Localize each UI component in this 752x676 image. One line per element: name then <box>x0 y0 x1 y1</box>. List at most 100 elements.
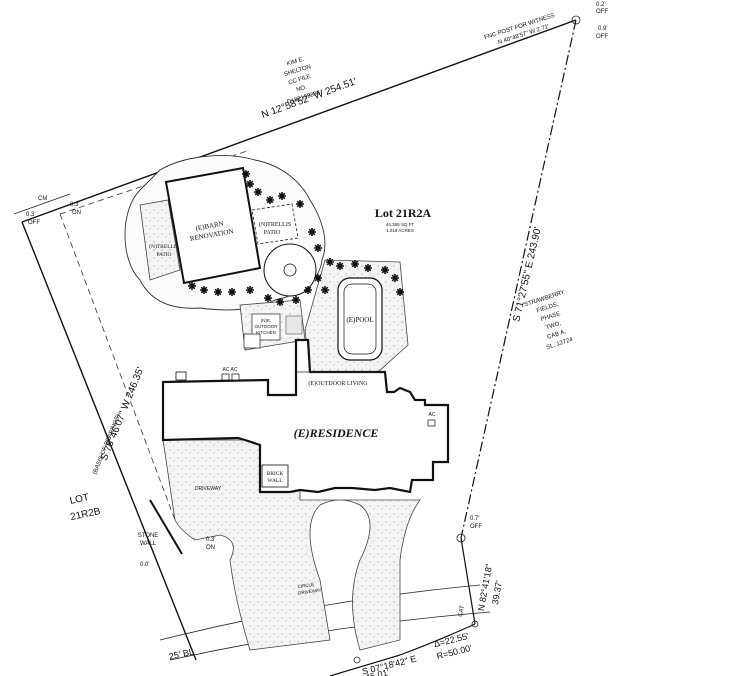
trellis-right-label-2: PATIO <box>264 230 281 236</box>
tree-symbol <box>266 196 274 204</box>
tree-symbol <box>321 286 329 294</box>
barn-renovation: (E)BARN RENOVATION <box>164 166 262 285</box>
stone-wall-line <box>149 499 183 555</box>
offset-notes: 0.9' OFF 0.2' OFF 0.3' OFF 0.3' ON CM 0.… <box>26 2 608 617</box>
kitchen-fireplace <box>285 315 303 335</box>
tree-symbol <box>308 228 316 236</box>
east-parcel-4: TWO, <box>545 321 562 332</box>
north-bearing: N 12°58'52" W 254.51' <box>260 76 358 121</box>
east-parcel-3: PHASE <box>540 311 561 323</box>
brick-wall-label-2: WALL <box>267 478 283 484</box>
tree-symbol <box>254 188 262 196</box>
pool-label: (E)POOL <box>346 316 373 324</box>
small-unit <box>175 371 187 381</box>
circle-driveway-label-2: DRIVEWAY <box>298 587 322 595</box>
west-setback-line <box>59 213 176 521</box>
tree-symbol <box>242 170 250 178</box>
top-off-text: OFF <box>596 9 608 15</box>
brick-wall-label-1: BRICK <box>267 471 284 477</box>
tree-symbol <box>314 244 322 252</box>
ac-units-label: AC AC <box>222 367 237 373</box>
outdoor-kitchen: (N)E. OUTDOOR KITCHEN <box>243 313 303 349</box>
lot-west-line-1: LOT <box>69 492 90 507</box>
cat-label: CAT <box>458 605 466 618</box>
ac-right-label: AC <box>429 412 436 418</box>
south-distance: 45.01' <box>364 667 390 676</box>
nw-off-value: 0.3' <box>26 212 36 218</box>
planter-center <box>283 263 297 277</box>
kitchen-label-3: KITCHEN <box>256 330 276 335</box>
lot-west-line-2: 21R2B <box>69 506 102 523</box>
tree-symbol <box>336 262 344 270</box>
trellis-left-label-2: PATIO <box>156 252 171 258</box>
tree-symbol <box>396 288 404 296</box>
stone-wall-label-2: WALL <box>140 541 157 547</box>
trellis-patio-right: (N)TRELLIS PATIO <box>251 203 299 245</box>
round-planter <box>263 243 317 297</box>
circle-driveway-label-1: CIRCLE <box>297 582 314 589</box>
boundary-arc <box>399 623 476 656</box>
tree-symbol <box>246 180 254 188</box>
residence: (E)RESIDENCE (E)OUTDOOR LIVING AC AC AC <box>161 338 450 494</box>
south-boundary-line <box>329 654 401 676</box>
lot-title: Lot 21R2A <box>375 206 432 220</box>
lot-area-acres: 1.018 ACRES <box>386 228 414 233</box>
west-bearing-note: (BASIS OF BEARINGS) <box>92 414 122 476</box>
residence-label: (E)RESIDENCE <box>294 426 379 440</box>
brick-wall: BRICK WALL <box>261 464 289 488</box>
residence-outline <box>161 338 450 494</box>
nw-on-value: 0.3' <box>70 202 80 208</box>
ac-box-1 <box>221 373 230 381</box>
east-parcel-label: STRAWBERRY FIELDS, PHASE TWO, CAB A, SL.… <box>524 290 574 351</box>
ac-box-right <box>427 419 436 427</box>
tree-symbol <box>381 266 389 274</box>
drive-on-text: ON <box>206 545 215 551</box>
barn-outline <box>164 166 262 285</box>
trellis-patio-left: (N)TRELLIS PATIO <box>149 243 179 258</box>
se-off-value: 0.7' <box>470 516 480 522</box>
trellis-right-label-1: (N)TRELLIS <box>259 221 291 228</box>
owner-line-1: KIM E. <box>286 56 305 67</box>
ac-box-2 <box>231 373 240 381</box>
southeast-distance: 39.37' <box>490 579 504 605</box>
kitchen-label-2: OUTDOOR <box>255 324 279 329</box>
tree-symbol <box>188 282 196 290</box>
nw-cm: CM <box>38 196 47 202</box>
tree-symbol <box>228 288 236 296</box>
drive-on-value: 0.3' <box>206 537 216 543</box>
ne-off-value: 0.9' <box>598 26 608 32</box>
outdoor-living-label: (E)OUTDOOR LIVING <box>308 380 368 387</box>
kitchen-grill <box>243 333 261 349</box>
ne-monument <box>571 15 581 25</box>
tree-symbol <box>351 260 359 268</box>
tree-symbol <box>276 298 284 306</box>
ne-off-text: OFF <box>596 34 608 40</box>
north-boundary-line <box>21 19 577 223</box>
setback-label: 25' BL <box>168 647 195 662</box>
tree-symbol <box>246 286 254 294</box>
pool-outline <box>337 277 383 361</box>
trees-group <box>188 170 404 306</box>
trellis-right-outline <box>251 203 299 245</box>
southeast-boundary-line <box>460 537 476 625</box>
tree-symbol <box>364 264 372 272</box>
tree-symbol <box>292 296 300 304</box>
tree-symbol <box>314 274 322 282</box>
nw-on-text: ON <box>72 210 81 216</box>
top-off-value: 0.2' <box>596 2 606 8</box>
se-monument <box>456 533 466 543</box>
nw-off-text: OFF <box>28 220 40 226</box>
stone-wall-label-1: STONE <box>138 533 159 539</box>
brick-wall-outline <box>261 464 289 488</box>
front-setback-line-2 <box>169 611 491 661</box>
tree-symbol <box>391 274 399 282</box>
kitchen-label-1: (N)E. <box>261 318 272 323</box>
east-boundary-line <box>460 19 577 539</box>
tree-symbol <box>278 192 286 200</box>
tree-symbol <box>326 258 334 266</box>
drive-zero: 0.0' <box>140 562 150 568</box>
lot-west-label: LOT 21R2B <box>69 492 102 523</box>
tree-symbol <box>264 294 272 302</box>
driveway-label: DRIVEWAY <box>195 486 222 492</box>
